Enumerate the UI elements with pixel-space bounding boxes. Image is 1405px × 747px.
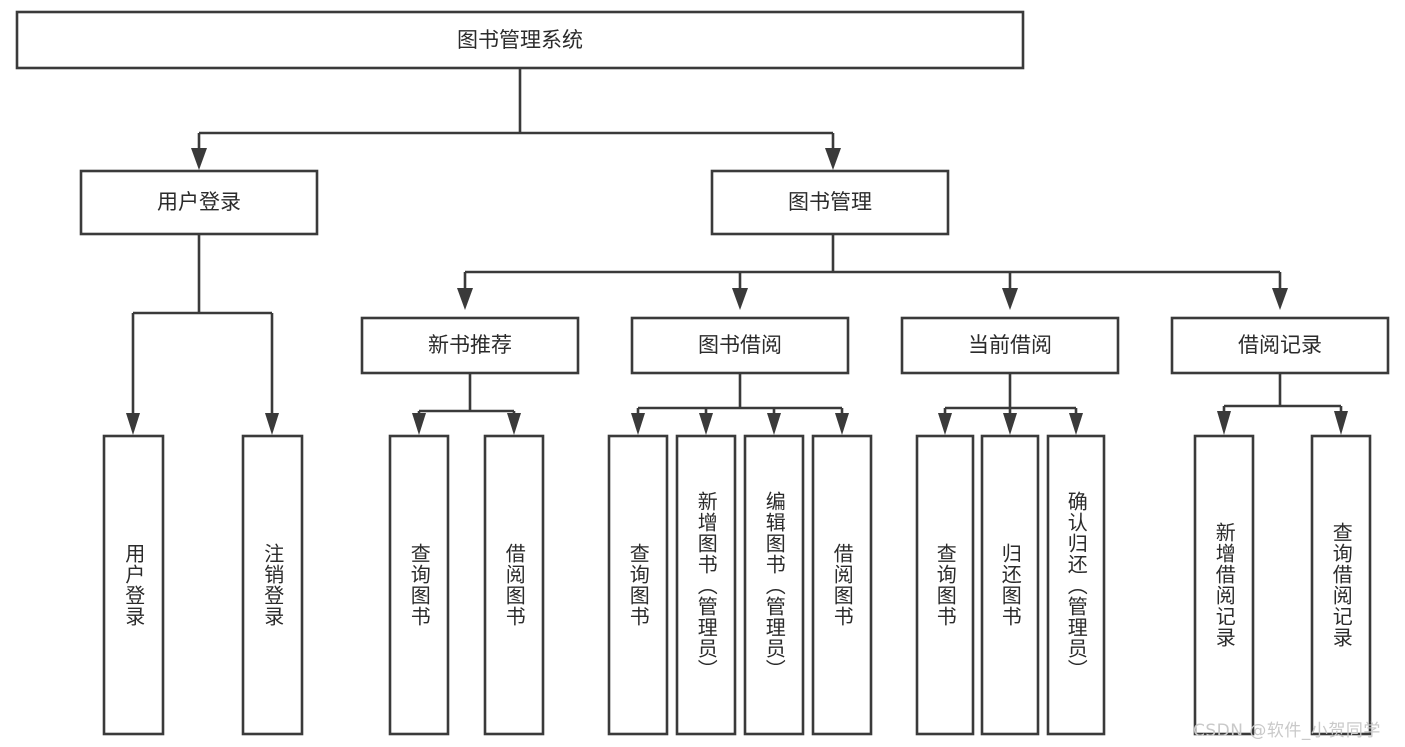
node-new-book-rec[interactable]: 新书推荐 bbox=[360, 316, 580, 375]
connector-currentborrow-to-leaves bbox=[938, 373, 1083, 435]
node-borrow-record-rect[interactable] bbox=[1170, 316, 1390, 375]
leaf-rect-logout-login[interactable] bbox=[241, 434, 304, 736]
node-user-login-label: 用户登录 bbox=[157, 190, 241, 214]
connector-root-to-level2 bbox=[191, 68, 841, 170]
node-borrow-record-label: 借阅记录 bbox=[1238, 333, 1322, 357]
leaf-rect-confirm-return[interactable] bbox=[1046, 434, 1106, 736]
connector-bookborrow-to-leaves bbox=[631, 373, 849, 435]
leaf-rect-add-record[interactable] bbox=[1193, 434, 1255, 736]
node-new-book-rec-rect[interactable] bbox=[360, 316, 580, 375]
node-borrow-record[interactable]: 借阅记录 bbox=[1170, 316, 1390, 375]
leaf-rect-return-book[interactable] bbox=[980, 434, 1040, 736]
node-book-borrow-rect[interactable] bbox=[630, 316, 850, 375]
node-user-login[interactable]: 用户登录 bbox=[79, 169, 319, 236]
node-book-manage[interactable]: 图书管理 bbox=[710, 169, 950, 236]
leaf-rect-query-book-1[interactable] bbox=[388, 434, 450, 736]
connector-newbook-to-leaves bbox=[412, 373, 521, 435]
leaf-rect-borrow-book-2[interactable] bbox=[811, 434, 873, 736]
node-book-manage-label: 图书管理 bbox=[788, 190, 872, 214]
node-book-borrow[interactable]: 图书借阅 bbox=[630, 316, 850, 375]
node-current-borrow[interactable]: 当前借阅 bbox=[900, 316, 1120, 375]
leaf-rect-borrow-book-1[interactable] bbox=[483, 434, 545, 736]
node-current-borrow-rect[interactable] bbox=[900, 316, 1120, 375]
node-new-book-rec-label: 新书推荐 bbox=[428, 333, 512, 357]
leaf-rect-add-book[interactable] bbox=[675, 434, 737, 736]
csdn-watermark: CSDN @软件_小贺同学 bbox=[1193, 721, 1381, 741]
connector-borrowrecord-to-leaves bbox=[1217, 373, 1348, 435]
node-root-label: 图书管理系统 bbox=[457, 28, 583, 52]
node-book-borrow-label: 图书借阅 bbox=[698, 333, 782, 357]
node-user-login-rect[interactable] bbox=[79, 169, 319, 236]
connector-userlogin-to-leaves bbox=[126, 234, 279, 435]
node-book-manage-rect[interactable] bbox=[710, 169, 950, 236]
leaf-rect-edit-book[interactable] bbox=[743, 434, 805, 736]
leaf-rect-query-book-2[interactable] bbox=[607, 434, 669, 736]
node-root-rect[interactable] bbox=[15, 10, 1025, 70]
connector-bookmanage-to-level3 bbox=[457, 234, 1288, 310]
leaf-rect-query-record[interactable] bbox=[1310, 434, 1372, 736]
node-current-borrow-label: 当前借阅 bbox=[968, 333, 1052, 357]
leaf-rect-user-login[interactable] bbox=[102, 434, 165, 736]
leaf-rect-query-book-3[interactable] bbox=[915, 434, 975, 736]
node-root[interactable]: 图书管理系统 bbox=[15, 10, 1025, 70]
